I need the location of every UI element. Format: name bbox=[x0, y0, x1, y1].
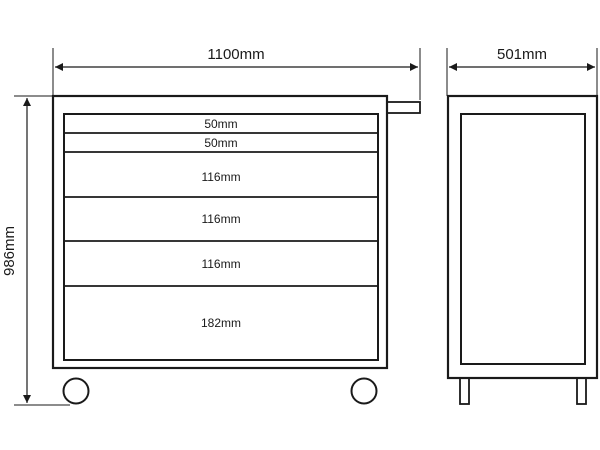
side-view bbox=[446, 94, 599, 405]
drawer-label: 116mm bbox=[201, 257, 240, 271]
cabinet-side-inner bbox=[460, 113, 586, 365]
width-label: 1100mm bbox=[207, 46, 264, 63]
depth-label: 501mm bbox=[497, 46, 547, 63]
drawer-label: 50mm bbox=[204, 117, 237, 131]
drawer-label: 116mm bbox=[201, 170, 240, 184]
height-label: 986mm bbox=[1, 226, 18, 276]
cabinet-handle bbox=[386, 101, 421, 114]
cabinet-front-outer bbox=[51, 94, 389, 370]
height-dimension: 986mm bbox=[1, 95, 70, 406]
side-leg-left bbox=[459, 377, 470, 405]
cabinet-side-outer bbox=[446, 94, 599, 380]
caster-wheel-right bbox=[350, 377, 378, 405]
caster-wheel-left bbox=[62, 377, 90, 405]
cabinet-front-inner bbox=[63, 113, 379, 361]
drawer-label: 182mm bbox=[201, 316, 241, 330]
depth-dimension: 501mm bbox=[446, 46, 598, 96]
side-leg-right bbox=[576, 377, 587, 405]
drawer-label: 50mm bbox=[204, 136, 237, 150]
width-dimension: 1100mm bbox=[52, 46, 421, 100]
drawer-label: 116mm bbox=[201, 212, 240, 226]
front-view: 50mm 50mm 116mm 116mm 116mm 182mm bbox=[51, 94, 421, 405]
